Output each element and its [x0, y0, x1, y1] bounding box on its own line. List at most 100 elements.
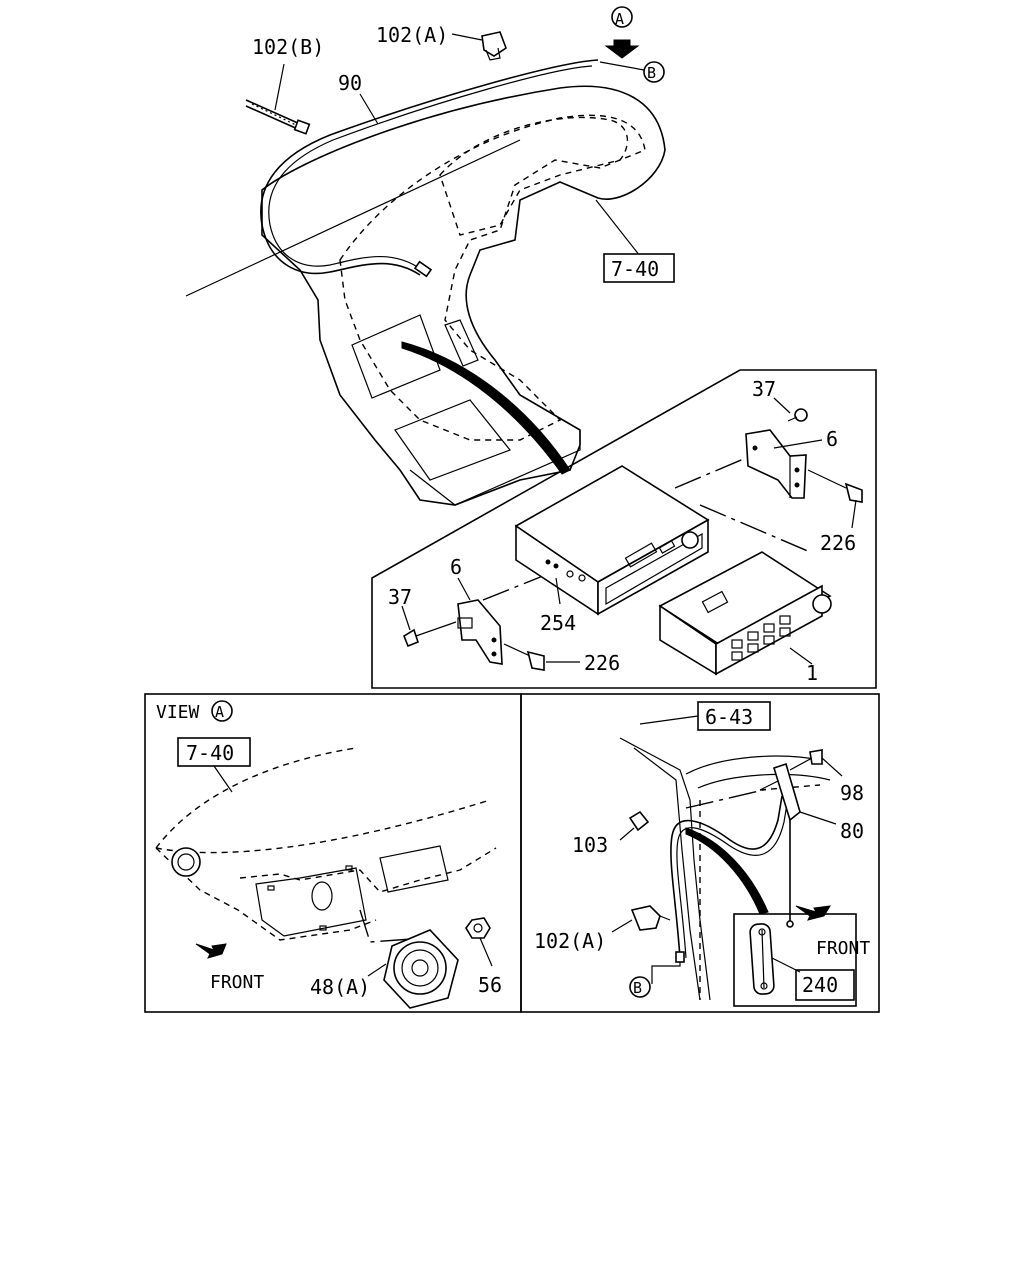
- part-98-screw: 98: [789, 749, 864, 805]
- down-arrow-icon: [604, 39, 640, 59]
- vent-outlet: [171, 847, 201, 877]
- console-box-lower: [394, 399, 511, 481]
- leader-102a-top: [451, 33, 483, 41]
- part-226-screw-right: 226: [807, 469, 863, 555]
- label-7-40-view: 7-40: [186, 741, 234, 765]
- b-letter-top: B: [647, 64, 656, 82]
- label-6-right: 6: [826, 427, 838, 451]
- label-90: 90: [338, 71, 362, 95]
- console-base: [409, 430, 581, 506]
- part-240-antenna: 240: [733, 913, 857, 1007]
- label-front-right: FRONT: [816, 938, 870, 959]
- leader-6-right: [773, 439, 823, 449]
- b-letter-bottom: B: [633, 979, 642, 997]
- leader-254: [555, 577, 561, 605]
- centerline-right: [674, 451, 761, 489]
- leader-7-40-top: [595, 199, 641, 257]
- radio-unit-frame: [371, 369, 877, 689]
- reference-line: [185, 139, 521, 297]
- speaker-mount-panel: [255, 867, 367, 937]
- view-a-marker: A: [604, 6, 640, 59]
- antenna-cable-inner: [676, 797, 789, 959]
- leader-37-left: [401, 605, 411, 631]
- part-1-control-unit: 1: [658, 551, 832, 685]
- label-56: 56: [478, 973, 502, 997]
- view-b-marker-top: B: [599, 61, 665, 83]
- label-1: 1: [806, 661, 818, 685]
- console-slot: [444, 319, 479, 367]
- leader-7-40-view: [213, 765, 233, 793]
- antenna-cable-sweep-lower: [685, 827, 769, 915]
- leader-240: [771, 957, 801, 973]
- part-6-bracket-left: 6: [450, 555, 503, 665]
- label-226-left: 226: [584, 651, 620, 675]
- leader-102a-bottom: [611, 919, 633, 933]
- leader-6-left: [457, 577, 471, 601]
- leader-102b: [274, 63, 285, 111]
- leader-103: [619, 827, 635, 841]
- label-102a-bottom: 102(A): [534, 929, 606, 953]
- part-102a-clip-top: 102(A): [376, 23, 507, 61]
- label-254: 254: [540, 611, 576, 635]
- leader-98: [821, 757, 843, 777]
- view-a-letter: A: [615, 10, 624, 28]
- leader-56: [479, 937, 493, 967]
- ref-7-40-top: 7-40: [595, 199, 675, 283]
- part-102a-clip-bottom: 102(A): [534, 905, 671, 953]
- part-6-bracket-right: 6: [745, 427, 838, 499]
- antenna-cable: [670, 795, 783, 959]
- antenna-cable-sweep: [401, 341, 571, 475]
- part-102b-cable-tie: 102(B): [245, 35, 324, 135]
- part-37-bolt-left: 37: [388, 585, 457, 648]
- part-48a-speaker: [383, 929, 459, 1009]
- gauge-cluster-opening: [439, 116, 629, 236]
- leader-48a: [367, 963, 387, 977]
- label-6-left: 6: [450, 555, 462, 579]
- label-98: 98: [840, 781, 864, 805]
- leader-226-right: [851, 499, 857, 529]
- console-box-upper: [351, 314, 441, 399]
- part-56-nut: 56: [465, 917, 502, 997]
- label-37-left: 37: [388, 585, 412, 609]
- front-arrow-icon-right: [795, 905, 831, 921]
- view-title: VIEW: [156, 702, 200, 723]
- label-6-43: 6-43: [705, 705, 753, 729]
- leader-90: [359, 93, 379, 125]
- front-arrow-icon-left: [195, 943, 227, 959]
- view-title-marker: A: [215, 703, 224, 721]
- label-front-left: FRONT: [210, 972, 264, 993]
- leader-80: [799, 811, 837, 825]
- part-103-clip: 103: [572, 810, 650, 857]
- leader-6-43: [639, 715, 699, 725]
- part-80-antenna-mount: 80: [773, 762, 864, 928]
- a-pillar-outline: [619, 737, 831, 1001]
- centerline-right-low: [699, 504, 811, 553]
- view-b-marker-bottom: B: [629, 951, 685, 998]
- label-226-right: 226: [820, 531, 856, 555]
- label-7-40-top: 7-40: [611, 257, 659, 281]
- label-37-right: 37: [752, 377, 776, 401]
- view-a-panel: VIEW A 7-40 FRONT 48(A): [144, 693, 522, 1013]
- instrument-panel-outline: [261, 85, 666, 506]
- label-103: 103: [572, 833, 608, 857]
- label-240: 240: [802, 973, 838, 997]
- part-90-label: 90: [338, 71, 379, 125]
- part-254-radio-unit: 254: [514, 465, 710, 635]
- cable-90-outer: [260, 59, 599, 276]
- antenna-panel: 6-43 80 98 FRONT: [520, 693, 880, 1013]
- label-102a-top: 102(A): [376, 23, 448, 47]
- centerline-left: [482, 573, 549, 601]
- part-226-screw-left: 226: [503, 643, 620, 675]
- dashboard-underside: [155, 747, 497, 941]
- instrument-panel-inner-outline: [339, 114, 646, 441]
- part-37-bolt-right: 37: [752, 377, 808, 422]
- cable-connector: [413, 260, 433, 278]
- instrument-panel-assembly: [185, 59, 666, 506]
- antenna-centerline: [685, 787, 773, 809]
- label-102b: 102(B): [252, 35, 324, 59]
- label-48a: 48(A): [310, 975, 370, 999]
- leader-1: [789, 647, 813, 665]
- pillar-hidden-lines: [699, 784, 821, 1000]
- label-80: 80: [840, 819, 864, 843]
